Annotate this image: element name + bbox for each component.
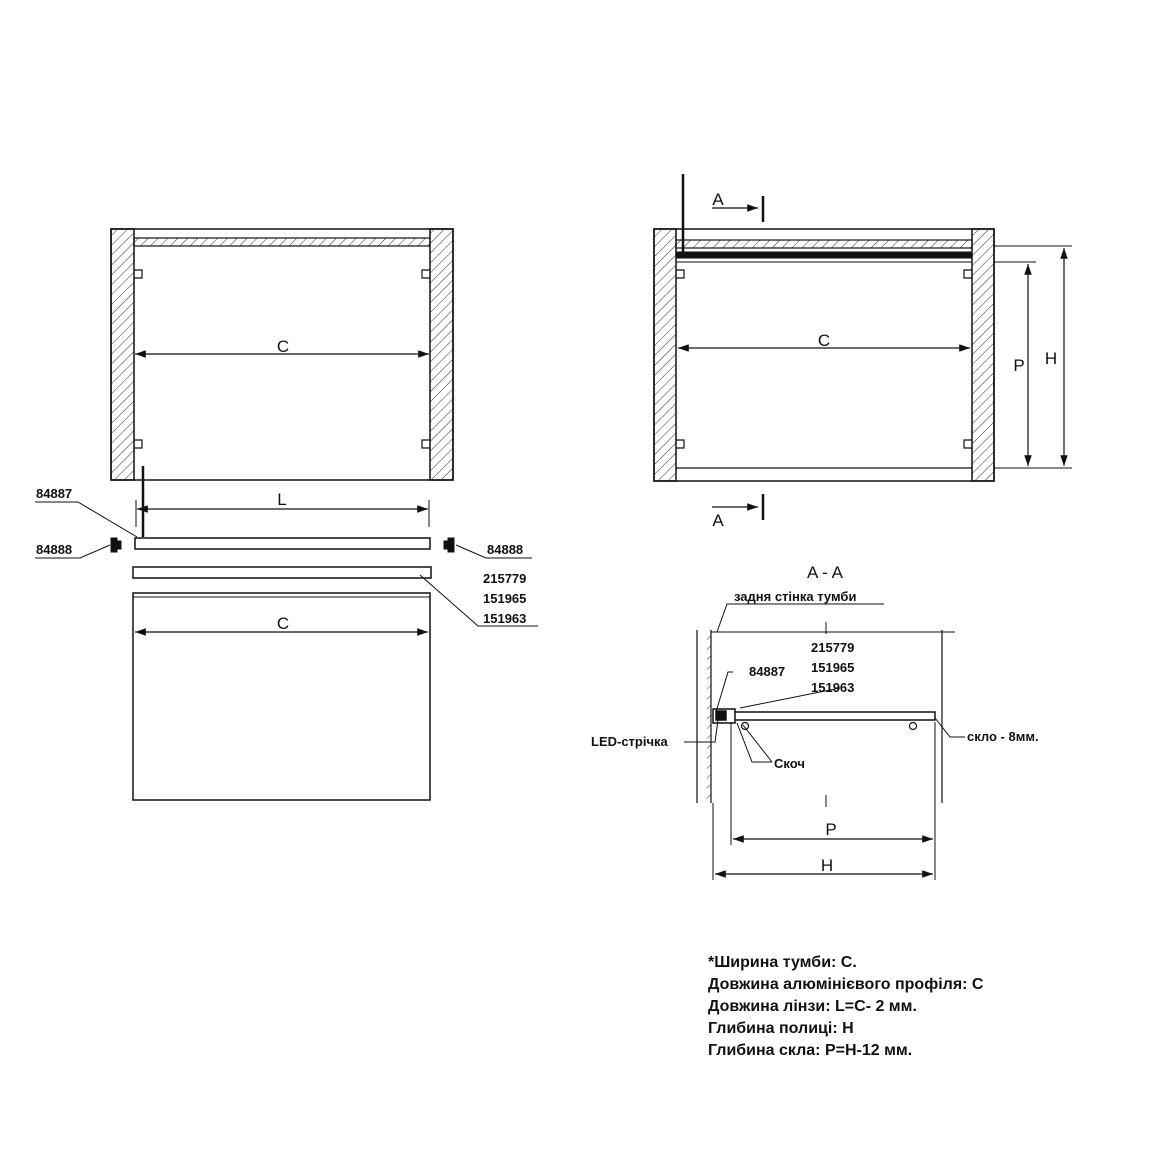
section-label-back-wall: задня стінка тумби xyxy=(734,589,856,604)
top-shelf-supports xyxy=(676,269,972,449)
section-view xyxy=(684,603,965,880)
top-section-label-top: A xyxy=(712,190,724,209)
section-part-profile-1: 215779 xyxy=(811,640,854,655)
section-leaders xyxy=(684,603,965,763)
section-depth-dims xyxy=(712,722,936,880)
top-dim-h-label: H xyxy=(1045,349,1057,368)
dimension-notes: *Ширина тумби: С. Довжина алюмінієвого п… xyxy=(708,952,983,1062)
note-line: Довжина алюмінієвого профіля: С xyxy=(708,976,984,993)
front-part-profile-3: 151963 xyxy=(483,611,526,626)
note-line: *Ширина тумби: С. xyxy=(708,954,857,971)
section-glass xyxy=(732,711,936,721)
section-support-left xyxy=(740,721,750,731)
top-depth-dims xyxy=(994,245,1072,469)
front-part-cap-left: 84887 xyxy=(36,486,72,501)
front-shelf-supports xyxy=(134,269,430,449)
front-dim-glass-c-label: C xyxy=(277,614,289,633)
top-view xyxy=(653,174,1072,520)
front-part-end-right: 84888 xyxy=(487,542,523,557)
section-back-wall-hatch xyxy=(707,630,711,803)
top-dim-p-label: P xyxy=(1013,356,1024,375)
front-end-cap-left xyxy=(110,537,122,553)
section-dim-h-label: H xyxy=(821,856,833,875)
front-glass-panel xyxy=(132,592,431,801)
front-right-side-panel xyxy=(429,228,454,481)
section-led-strip xyxy=(715,710,727,721)
front-part-profile-2: 151965 xyxy=(483,591,526,606)
section-title: A - A xyxy=(807,563,844,582)
front-view-labels: C L C 84887 84888 84888 215779 151965 15… xyxy=(36,337,526,633)
front-profile-bar xyxy=(132,566,432,579)
section-support-right xyxy=(908,721,918,731)
front-leaders xyxy=(35,501,538,627)
top-section-label-bottom: A xyxy=(712,511,724,530)
front-dim-l-label: L xyxy=(277,490,286,509)
front-top-profile xyxy=(133,237,431,247)
section-part-profile-2: 151965 xyxy=(811,660,854,675)
section-label-led: LED-стрічка xyxy=(591,734,669,749)
top-dim-c-label: C xyxy=(818,331,830,350)
front-dim-c-label: C xyxy=(277,337,289,356)
front-left-side-panel xyxy=(110,228,135,481)
top-back-profile-dark xyxy=(675,251,973,259)
section-part-cap: 84887 xyxy=(749,664,785,679)
front-part-end-left: 84888 xyxy=(36,542,72,557)
section-view-labels: A - A задня стінка тумби 215779 151965 1… xyxy=(591,563,1039,875)
note-line: Довжина лінзи: L=C- 2 мм. xyxy=(708,998,917,1015)
section-part-profile-3: 151963 xyxy=(811,680,854,695)
front-end-cap-right xyxy=(443,537,455,553)
note-line: Глибина полиці: Н xyxy=(708,1020,854,1037)
front-lens-bar xyxy=(134,537,431,550)
front-view xyxy=(35,228,538,801)
top-view-labels: C A A P H xyxy=(712,190,1057,530)
note-line: Глибина скла: Р=Н-12 мм. xyxy=(708,1042,913,1059)
top-cabinet-outline xyxy=(653,228,995,482)
top-left-side-panel xyxy=(653,228,677,482)
front-part-profile-1: 215779 xyxy=(483,571,526,586)
section-label-glass: скло - 8мм. xyxy=(967,729,1039,744)
top-back-profile xyxy=(675,239,973,249)
section-label-tape: Скоч xyxy=(774,756,805,771)
top-right-side-panel xyxy=(971,228,995,482)
section-dim-p-label: P xyxy=(825,820,836,839)
